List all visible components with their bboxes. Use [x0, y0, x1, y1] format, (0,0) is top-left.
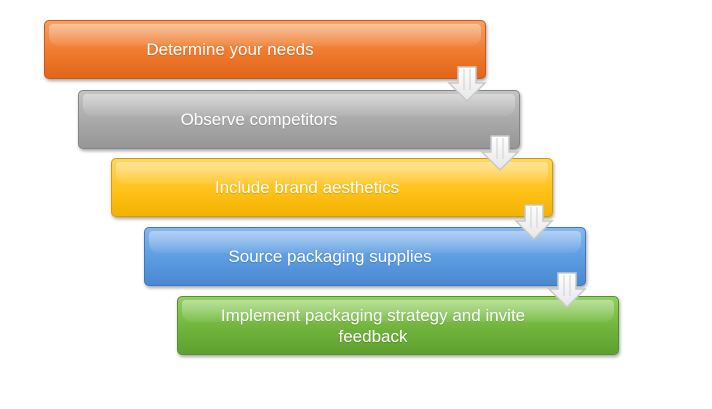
step-4-box: Source packaging supplies [144, 227, 586, 286]
step-5-box: Implement packaging strategy and invite … [177, 296, 619, 355]
down-arrow-icon [447, 66, 487, 102]
step-4-label: Source packaging supplies [228, 247, 432, 266]
down-arrow-icon [480, 135, 520, 171]
step-2-label: Observe competitors [180, 110, 338, 129]
down-arrow-icon [514, 204, 554, 240]
step-3-box: Include brand aesthetics [111, 158, 553, 217]
step-3-label: Include brand aesthetics [214, 178, 400, 197]
step-5-label: Implement packaging strategy and invite … [220, 305, 526, 346]
down-arrow-icon [547, 272, 587, 308]
step-1-box: Determine your needs [44, 20, 486, 79]
step-1-label: Determine your needs [146, 40, 314, 59]
step-2-box: Observe competitors [78, 90, 520, 149]
